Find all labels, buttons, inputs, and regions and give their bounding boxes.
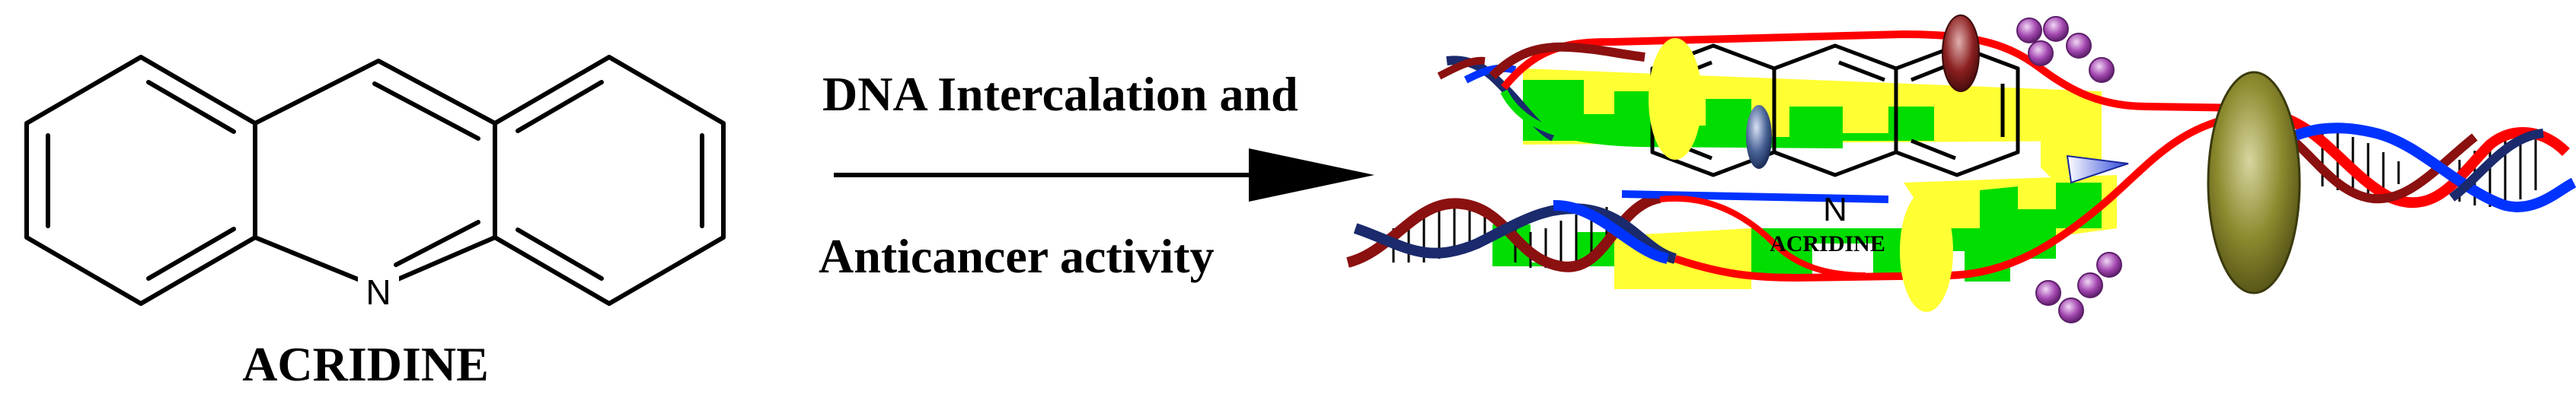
purple-sphere [2016,18,2042,43]
olive-protein [2207,71,2301,294]
left-helix-strand-darkred [1346,193,1661,272]
maroon-oval [1942,14,1980,92]
left-ring [24,55,257,306]
steel-oval [1746,105,1772,169]
right-helix-strand-blue [2258,123,2576,212]
purple-sphere [2077,272,2103,298]
strand-top-darkred [1489,42,1646,80]
purple-sphere [2043,16,2069,42]
left-helix [1346,193,1677,272]
purple-ligand-cluster-bottom [2035,252,2122,323]
purple-sphere [2096,252,2122,278]
purple-sphere [2035,280,2061,306]
reaction-label-top: DNA Intercalation and [822,67,1298,121]
acridine-structure [24,55,726,306]
dna-complex: N ACRIDINE [1346,14,2576,323]
right-ring [493,55,726,306]
purple-sphere [2089,57,2115,83]
right-helix-strand-red [2261,109,2570,208]
purple-sphere [2058,298,2084,323]
blue-triangle [2066,154,2129,184]
yellow-binding-oval-bottom [1900,190,1953,312]
middle-ring [253,59,497,290]
right-helix-strand-navy [2449,129,2544,202]
right-helix [2258,109,2576,212]
purple-ligand-cluster-top [2016,16,2115,83]
purple-sphere [2028,40,2054,66]
left-helix-strand-blue [1553,199,1669,264]
strand-top-green [1500,89,1843,148]
strand-mid-blue [1621,190,1889,203]
reaction-arrow [834,148,1374,202]
strand-bottom-red [1674,110,2255,282]
left-helix-strand-navy [1353,203,1677,264]
strand-bottom-red-2 [1659,195,1866,278]
yellow-binding-oval-left [1649,38,1702,160]
nitrogen-mask [358,272,399,309]
reaction-label-bottom: Anticancer activity [819,229,1215,283]
nitrogen-atom: N [365,272,391,312]
purple-sphere [2066,33,2092,59]
complex-molecule-name: ACRIDINE [1770,231,1885,256]
complex-nitrogen-atom: N [1823,191,1847,228]
molecule-name: ACRIDINE [242,337,489,391]
